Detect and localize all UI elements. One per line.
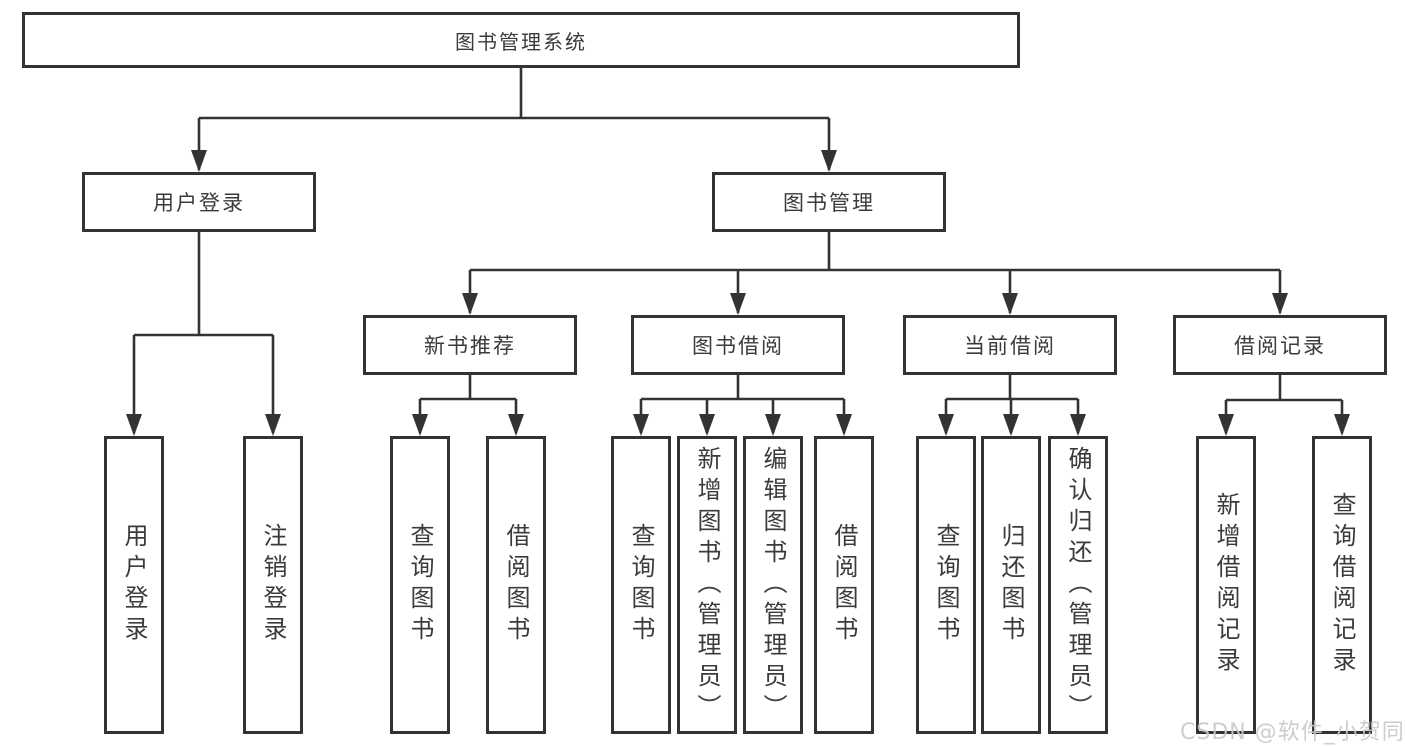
leaf-label: 借阅图书	[502, 523, 530, 647]
node-book-borrow: 图书借阅	[631, 315, 845, 375]
arrowhead	[1334, 414, 1350, 436]
arrowhead	[126, 414, 142, 436]
node-label: 当前借阅	[964, 334, 1056, 358]
arrowhead	[1002, 293, 1018, 315]
leaf-add-borrow-record: 新增借阅记录	[1196, 436, 1256, 734]
leaf-borrow-books-recommend: 借阅图书	[486, 436, 546, 734]
connector-book-management-to-level3	[468, 232, 1282, 313]
csdn-watermark: CSDN @软件_小贺同学	[1180, 720, 1405, 745]
node-borrow-records: 借阅记录	[1173, 315, 1387, 375]
arrowhead	[730, 293, 746, 315]
connector-borrow-records-to-leaves	[1224, 375, 1344, 433]
arrowhead	[462, 293, 478, 315]
leaf-query-borrow-record: 查询借阅记录	[1312, 436, 1372, 734]
arrowhead	[836, 414, 852, 436]
connector-root-to-level2	[197, 68, 831, 170]
node-root-system: 图书管理系统	[22, 12, 1020, 68]
node-label: 图书管理系统	[455, 29, 587, 54]
leaf-label: 查询图书	[627, 523, 655, 647]
node-label: 借阅记录	[1234, 334, 1326, 358]
leaf-label: 用户登录	[120, 523, 148, 647]
connector-new-book-recommend-to-leaves	[418, 375, 518, 433]
leaf-logout: 注销登录	[243, 436, 303, 734]
leaf-label: 新增借阅记录	[1212, 492, 1240, 678]
arrowhead	[1003, 414, 1019, 436]
leaf-label: 新增图书（管理员）	[693, 445, 721, 725]
leaf-label: 编辑图书（管理员）	[759, 445, 787, 725]
arrowheads	[126, 150, 1350, 436]
leaf-label: 注销登录	[259, 523, 287, 647]
arrowhead	[412, 414, 428, 436]
node-label: 图书管理	[783, 191, 875, 215]
arrowhead	[633, 414, 649, 436]
leaf-query-books-current: 查询图书	[916, 436, 976, 734]
leaf-edit-books-admin: 编辑图书（管理员）	[743, 436, 803, 734]
arrowhead	[938, 414, 954, 436]
leaf-query-books-recommend: 查询图书	[390, 436, 450, 734]
arrowhead	[265, 414, 281, 436]
leaf-label: 查询图书	[406, 523, 434, 647]
leaf-label: 借阅图书	[830, 523, 858, 647]
leaf-return-books: 归还图书	[981, 436, 1041, 734]
leaf-user-login: 用户登录	[104, 436, 164, 734]
arrowhead	[699, 414, 715, 436]
leaf-add-books-admin: 新增图书（管理员）	[677, 436, 737, 734]
leaf-label: 归还图书	[997, 523, 1025, 647]
leaf-label: 查询借阅记录	[1328, 492, 1356, 678]
arrowhead	[508, 414, 524, 436]
leaf-label: 确认归还（管理员）	[1064, 445, 1092, 725]
node-book-management: 图书管理	[712, 172, 946, 232]
leaf-query-books-borrow: 查询图书	[611, 436, 671, 734]
leaf-label: 查询图书	[932, 523, 960, 647]
connector-user-login-to-leaves	[132, 232, 275, 433]
connector-book-borrow-to-leaves	[639, 375, 846, 433]
arrowhead	[191, 150, 207, 172]
arrowhead	[1272, 293, 1288, 315]
arrowhead	[821, 150, 837, 172]
leaf-confirm-return-admin: 确认归还（管理员）	[1048, 436, 1108, 734]
node-new-book-recommend: 新书推荐	[363, 315, 577, 375]
arrowhead	[765, 414, 781, 436]
node-label: 用户登录	[153, 191, 245, 215]
node-current-borrow: 当前借阅	[903, 315, 1117, 375]
node-user-login: 用户登录	[82, 172, 316, 232]
arrowhead	[1070, 414, 1086, 436]
arrowhead	[1218, 414, 1234, 436]
node-label: 新书推荐	[424, 334, 516, 358]
node-label: 图书借阅	[692, 334, 784, 358]
leaf-borrow-books: 借阅图书	[814, 436, 874, 734]
